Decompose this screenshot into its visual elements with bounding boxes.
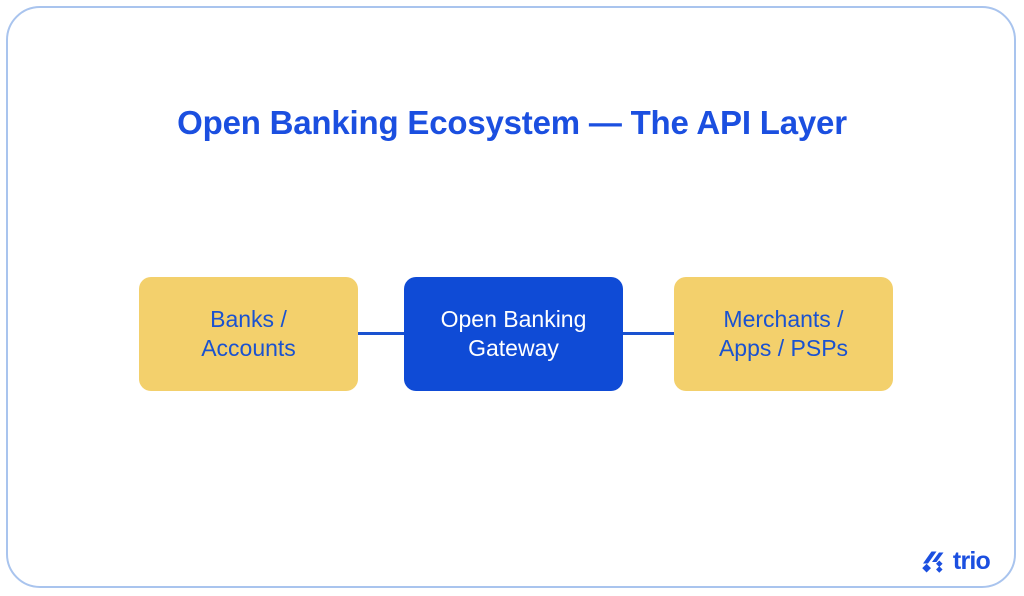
flow-node-merchants-apps-psps[interactable]: Merchants / Apps / PSPs <box>674 277 893 391</box>
flow-diagram: Banks / Accounts Open Banking Gateway Me… <box>139 277 893 391</box>
page-title: Open Banking Ecosystem — The API Layer <box>177 104 847 141</box>
connector-banks-to-gateway <box>358 332 404 335</box>
flow-node-banks-accounts[interactable]: Banks / Accounts <box>139 277 358 391</box>
flow-node-label: Merchants / Apps / PSPs <box>718 306 849 361</box>
brand-logo[interactable]: trio <box>922 547 991 575</box>
logo-wordmark: trio <box>952 547 991 575</box>
flow-node-label: Open Banking Gateway <box>440 306 587 361</box>
trio-slashes-icon <box>922 551 944 573</box>
flow-node-open-banking-gateway[interactable]: Open Banking Gateway <box>404 277 623 391</box>
flow-node-label: Banks / Accounts <box>201 306 296 361</box>
connector-gateway-to-merchants <box>623 332 674 335</box>
